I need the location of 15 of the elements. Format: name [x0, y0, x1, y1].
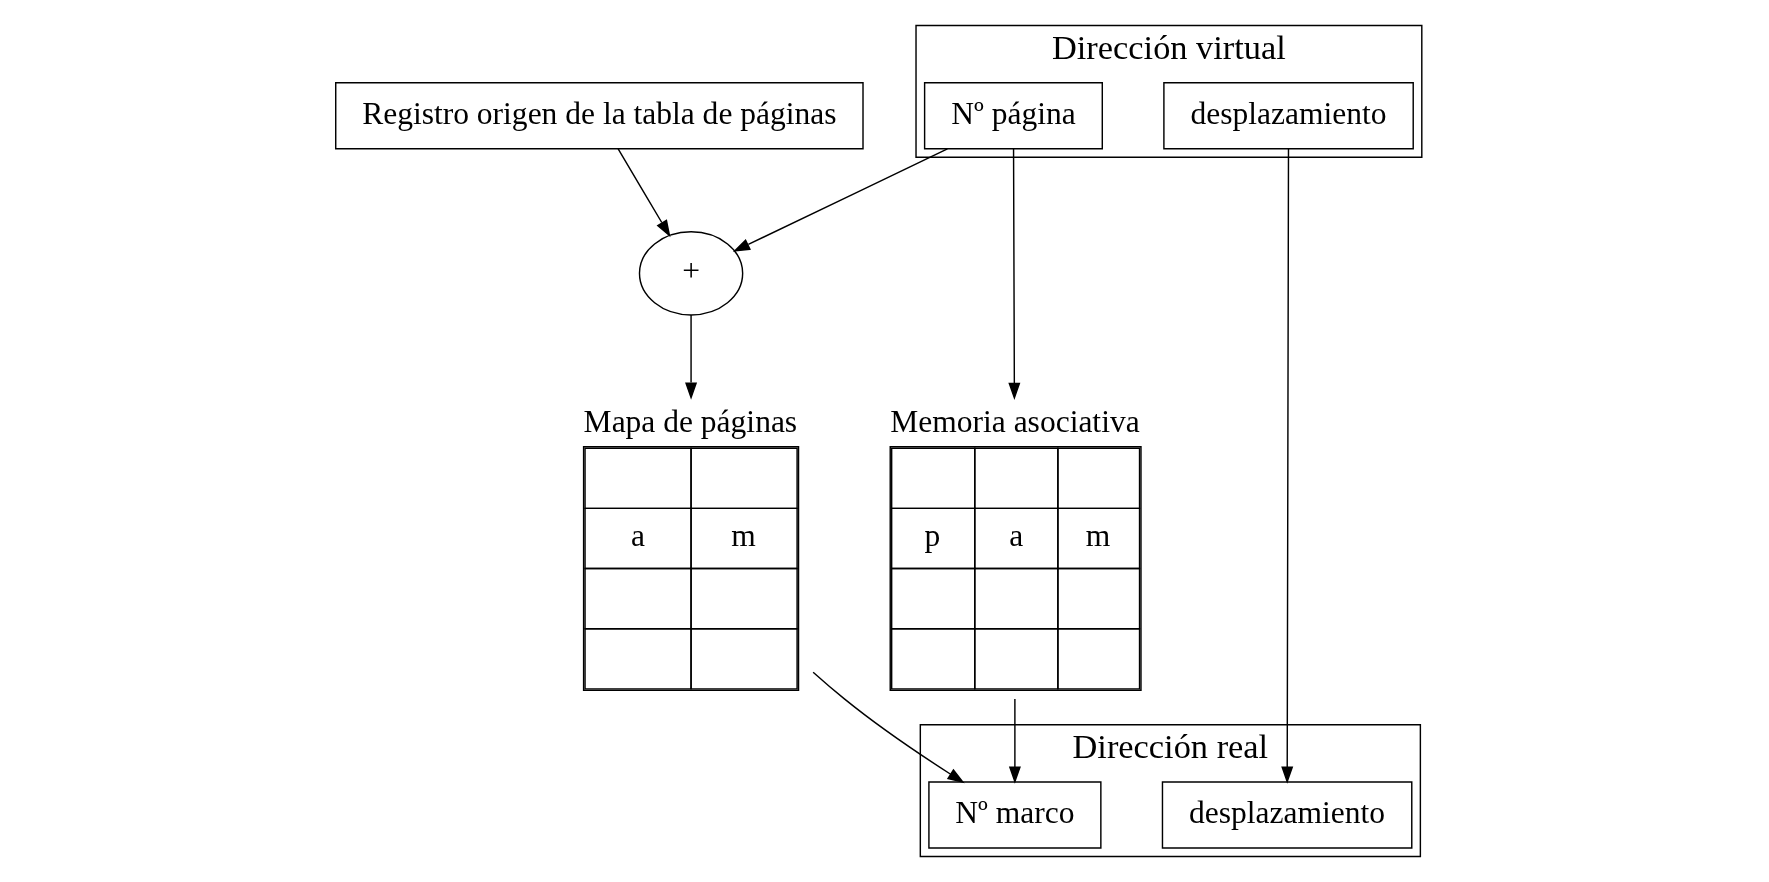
node-box: desplazamiento — [1161, 781, 1413, 849]
node-box: Nº marco — [928, 781, 1102, 849]
node-label: Memoria asociativa — [890, 403, 1140, 439]
node-box: Nº página — [923, 82, 1103, 150]
node-label: Mapa de páginas — [583, 403, 798, 439]
arrow — [617, 148, 671, 238]
node-box: desplazamiento — [1163, 82, 1414, 150]
node-box: Registro origen de la tabla de páginas — [335, 82, 864, 150]
arrow — [1008, 148, 1021, 400]
arrow — [685, 314, 698, 400]
node-ellipse: + — [638, 231, 744, 316]
arrow — [812, 671, 965, 784]
arrow — [1008, 698, 1021, 784]
arrow — [1281, 148, 1294, 784]
arrow — [732, 148, 949, 252]
